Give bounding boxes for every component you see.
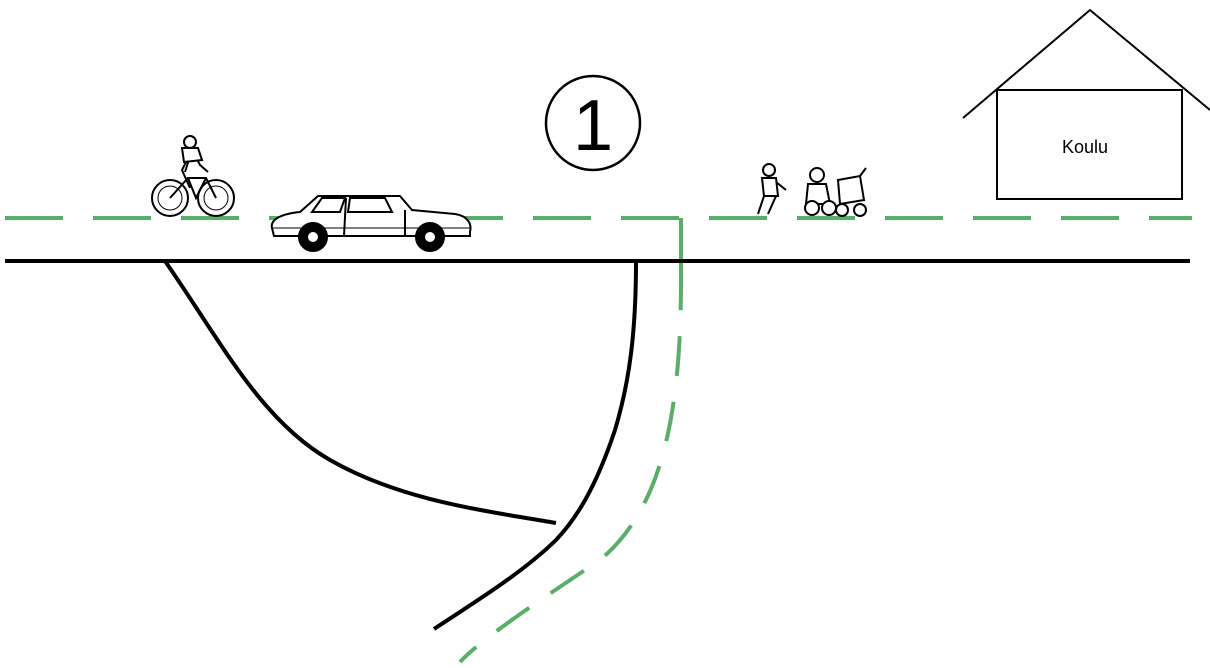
- car-icon: [270, 195, 472, 252]
- stroller-parent-icon: [804, 167, 867, 217]
- road-edge-left-curve: [163, 259, 557, 525]
- school-house-icon: Koulu: [962, 8, 1210, 200]
- cyclist-icon: [151, 135, 235, 217]
- marker-number-text: 1: [573, 86, 613, 166]
- house-label: Koulu: [1062, 137, 1108, 157]
- walkway-dashed-side: [458, 269, 684, 664]
- number-marker: 1: [544, 74, 642, 172]
- house-body: [996, 89, 1183, 200]
- house-roof: [962, 8, 1210, 119]
- child-icon: [757, 163, 787, 215]
- road-edge-right-curve: [432, 260, 638, 631]
